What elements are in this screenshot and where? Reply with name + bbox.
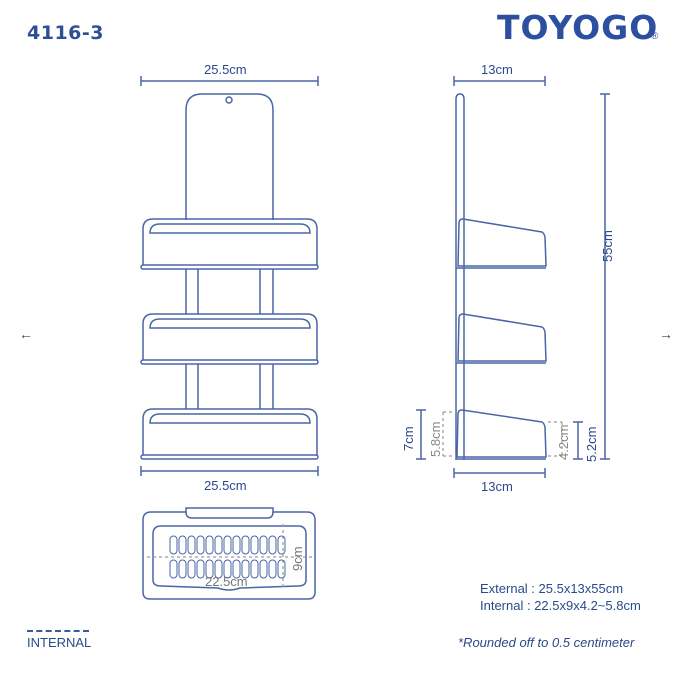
legend-internal-label: INTERNAL <box>27 635 92 650</box>
side-top-depth-label: 13cm <box>481 62 513 77</box>
side-top-dimension-line <box>453 76 546 86</box>
side-shelf-2 <box>456 313 547 364</box>
model-number: 4116-3 <box>27 22 104 44</box>
rounding-footnote: *Rounded off to 0.5 centimeter <box>458 635 635 650</box>
side-bottom-dimension-line <box>453 468 546 478</box>
internal-back-height-guide <box>442 411 456 457</box>
shelf-outer-front-height-label: 5.2cm <box>584 426 599 462</box>
shelf-outer-height-line <box>416 409 426 460</box>
shelf-inner-back-height-label: 5.8cm <box>428 421 443 457</box>
shelf-front-height-line <box>573 421 583 460</box>
top-view <box>142 507 316 600</box>
front-shelf-1 <box>140 218 319 270</box>
side-bottom-depth-label: 13cm <box>481 479 513 494</box>
height-dimension-line <box>600 93 610 460</box>
inner-width-label: 22.5cm <box>205 574 248 589</box>
front-shelf-3 <box>140 408 319 460</box>
front-shelf-2 <box>140 313 319 365</box>
internal-front-height-guide <box>548 421 563 457</box>
inner-depth-label: 9cm <box>290 546 305 571</box>
external-dimensions: External : 25.5x13x55cm <box>480 581 624 596</box>
side-shelf-1 <box>456 218 547 269</box>
height-label: 55cm <box>600 230 615 262</box>
front-bottom-dimension-line <box>140 466 319 476</box>
shelf-inner-front-height-label: 4.2cm <box>556 424 571 460</box>
front-bottom-width-label: 25.5cm <box>204 478 247 493</box>
next-arrow-icon[interactable]: → <box>659 326 673 342</box>
front-top-width-label: 25.5cm <box>204 62 247 77</box>
front-top-dimension-line <box>140 76 319 86</box>
registered-mark-icon: ® <box>651 31 659 42</box>
shelf-outer-height-label: 7cm <box>401 426 416 451</box>
back-panel <box>185 93 274 220</box>
internal-dimensions: Internal : 22.5x9x4.2~5.8cm <box>480 598 641 613</box>
brand-logo: TOYOGO <box>497 8 659 47</box>
prev-arrow-icon[interactable]: ← <box>19 326 33 342</box>
legend-dashed-line <box>27 630 89 632</box>
side-shelf-3 <box>456 409 547 460</box>
side-pole <box>455 93 465 460</box>
